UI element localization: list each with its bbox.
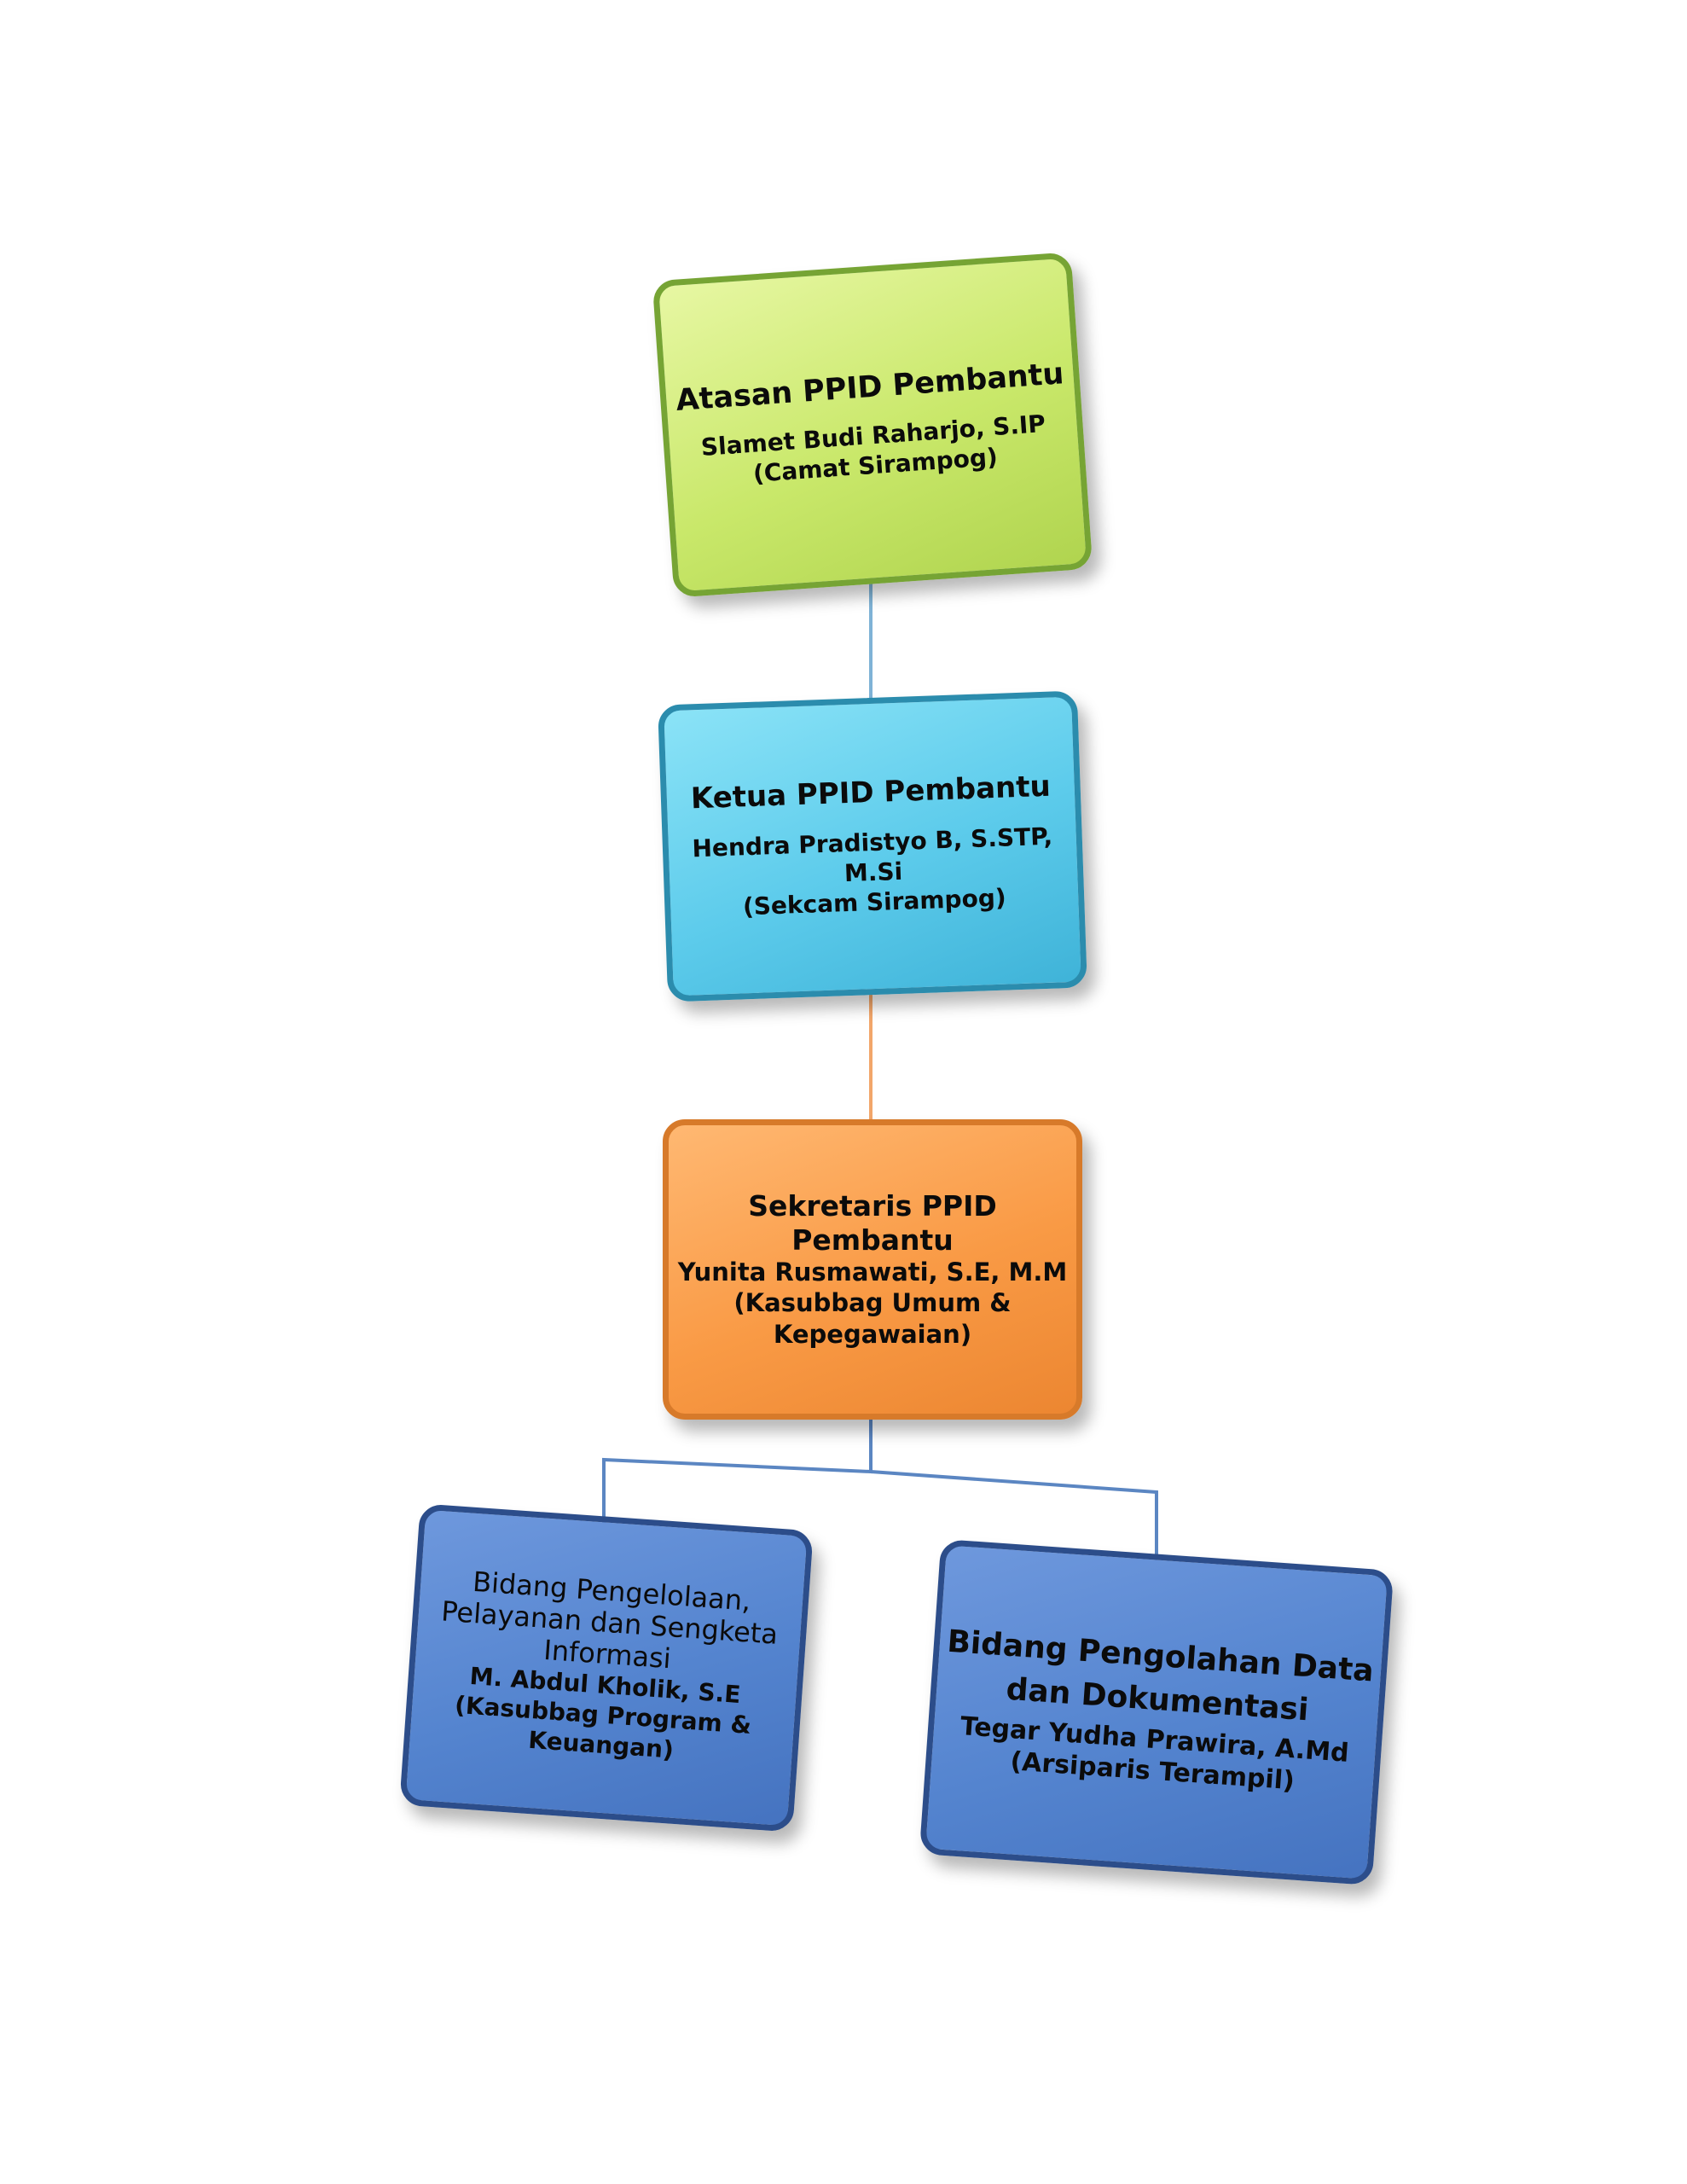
node-bidang-pengelolaan: Bidang Pengelolaan, Pelayanan dan Sengke… — [399, 1503, 814, 1833]
node-ketua-ppid: Ketua PPID Pembantu Hendra Pradistyo B, … — [658, 690, 1087, 1002]
node-bidang-pengolahan: Bidang Pengolahan Data dan Dokumentasi T… — [919, 1538, 1394, 1886]
node-sekretaris-title: Sekretaris PPID Pembantu — [748, 1189, 997, 1257]
connector-branch-right — [870, 1470, 1158, 1560]
node-sekretaris-position-line1: (Kasubbag Umum & — [733, 1288, 1012, 1318]
connector-sekretaris-branch — [602, 1418, 872, 1527]
node-ketua-title: Ketua PPID Pembantu — [690, 769, 1052, 816]
node-sekretaris-name: Yunita Rusmawati, S.E, M.M — [677, 1258, 1068, 1287]
node-sekretaris-position-line2: Kepegawaian) — [773, 1319, 972, 1349]
node-atasan-ppid: Atasan PPID Pembantu Slamet Budi Raharjo… — [652, 252, 1093, 598]
node-sekretaris-ppid: Sekretaris PPID Pembantu Yunita Rusmawat… — [663, 1119, 1082, 1420]
node-atasan-title: Atasan PPID Pembantu — [675, 357, 1065, 418]
node-ketua-name: Hendra Pradistyo B, S.STP, M.Si — [691, 822, 1053, 888]
